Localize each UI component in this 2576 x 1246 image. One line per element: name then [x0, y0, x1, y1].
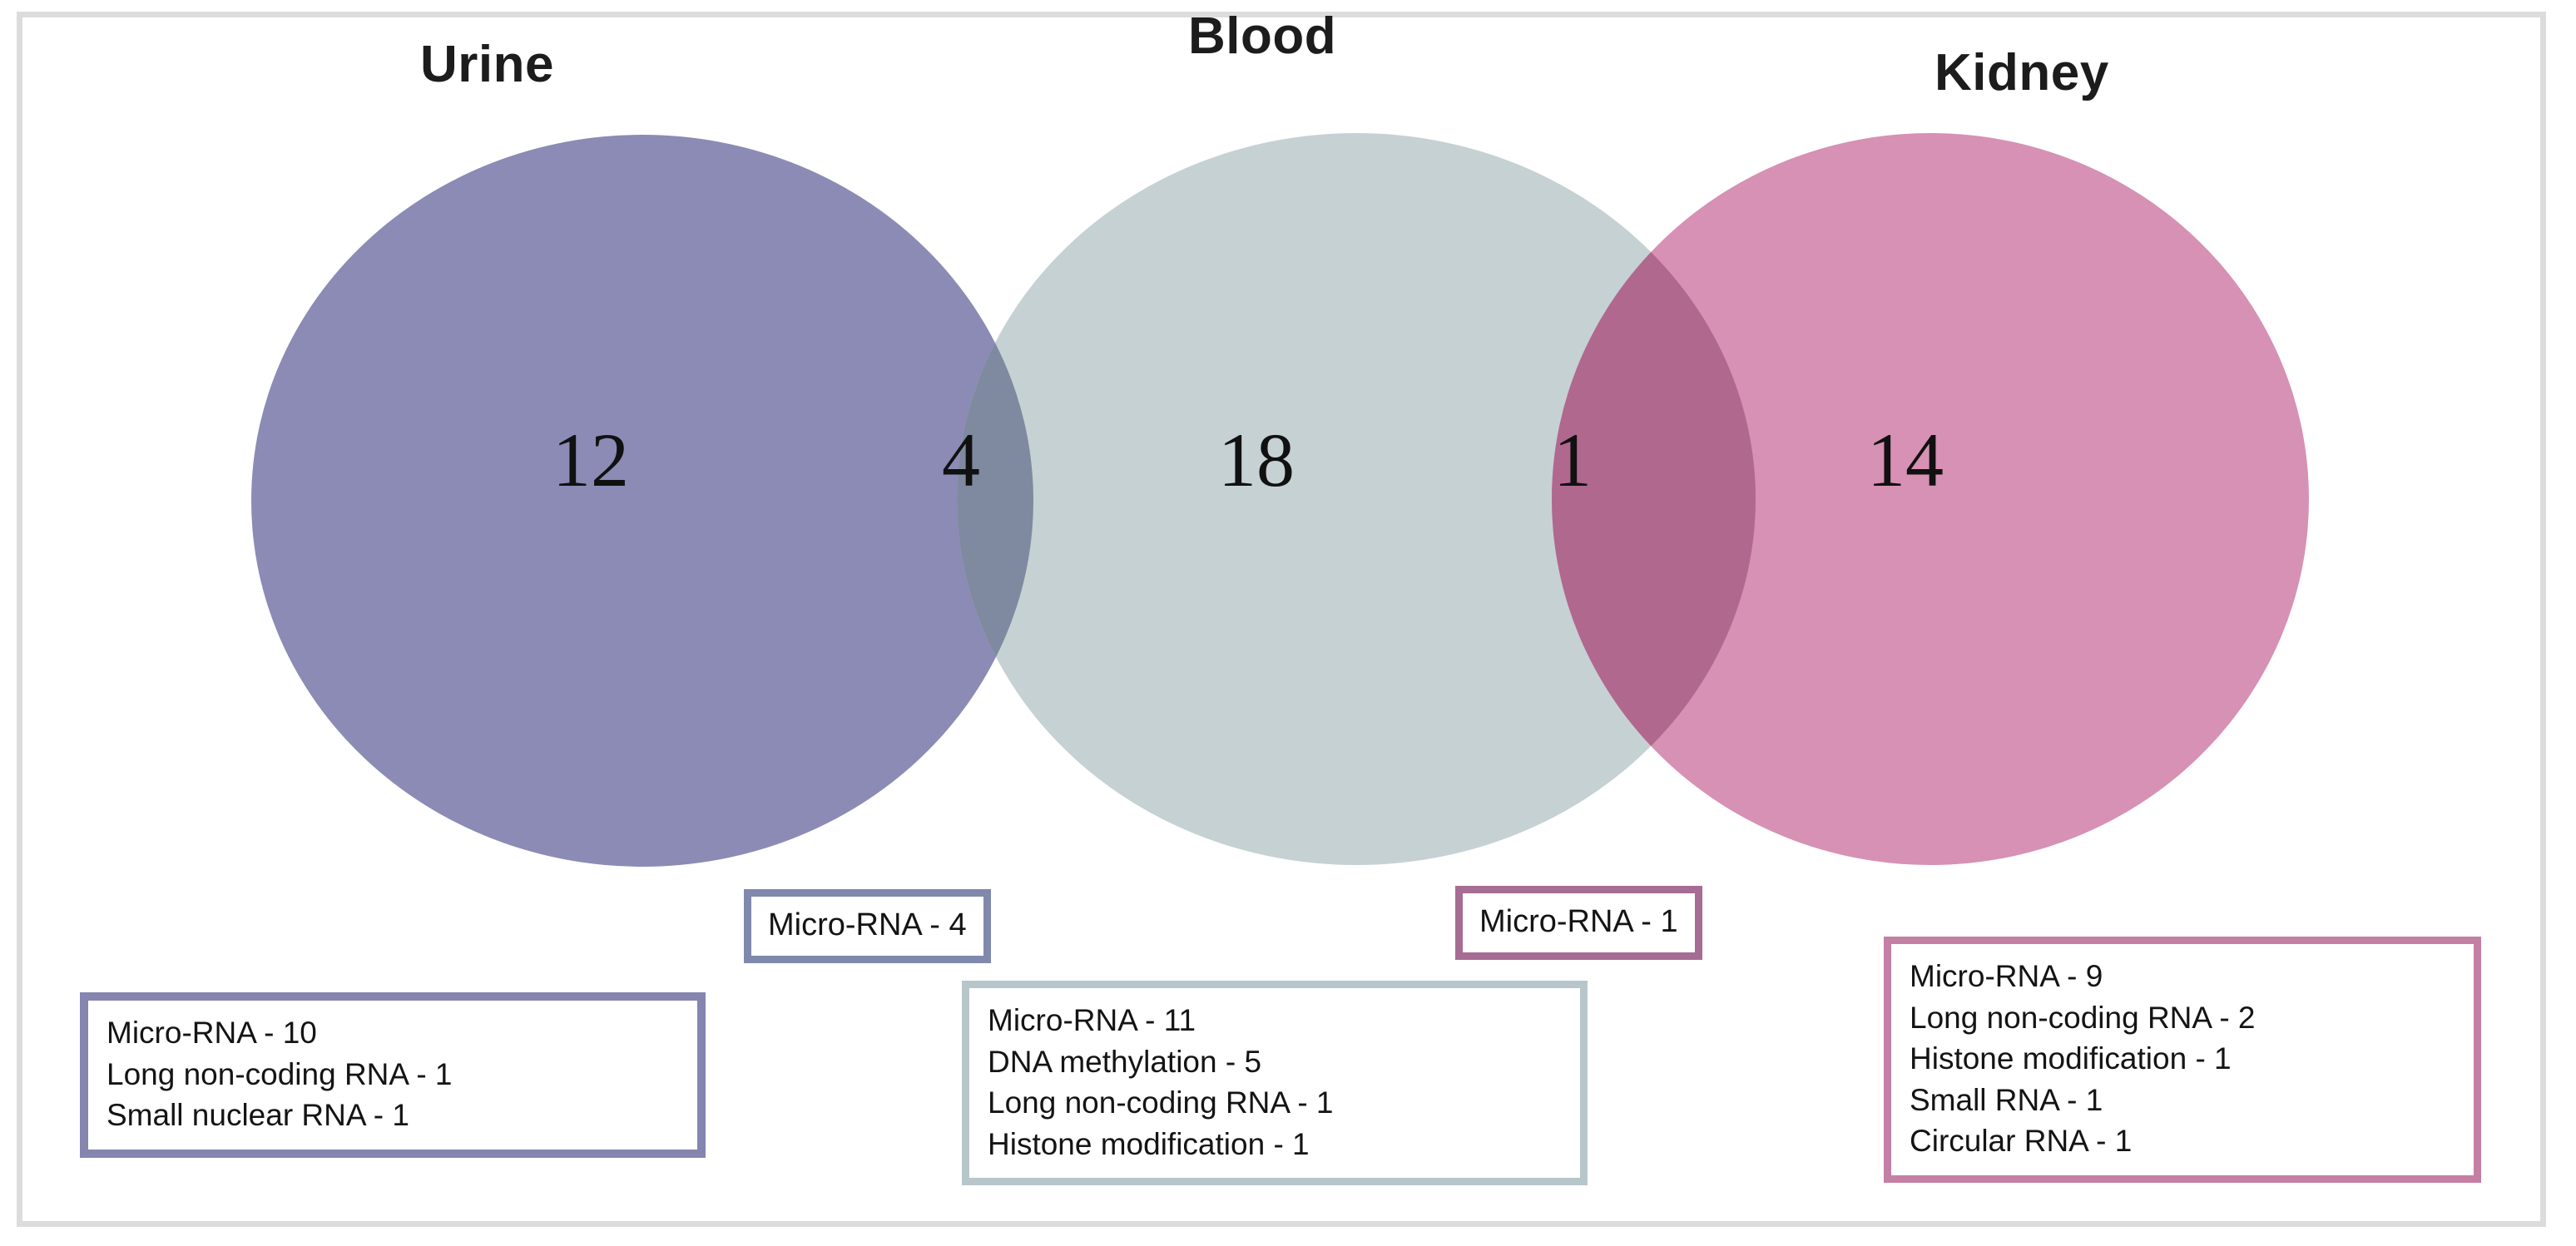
urine-circle [251, 135, 1033, 867]
annotation-line: Small nuclear RNA - 1 [107, 1098, 409, 1133]
set-title-blood: Blood [1188, 7, 1337, 65]
annotation-line: Micro-RNA - 4 [768, 907, 967, 942]
annotation-line: Long non-coding RNA - 1 [988, 1085, 1334, 1120]
blood-circle [957, 133, 1756, 865]
set-title-kidney: Kidney [1934, 44, 2109, 101]
annotation-box-urine: Micro-RNA - 10 Long non-coding RNA - 1 S… [80, 992, 706, 1158]
annotation-line: Histone modification - 1 [1910, 1041, 2232, 1076]
count-urine-only: 12 [552, 418, 629, 502]
annotation-line: Micro-RNA - 1 [1479, 904, 1678, 939]
set-title-urine: Urine [420, 36, 554, 93]
annotation-line: Micro-RNA - 11 [988, 1003, 1196, 1037]
count-blood-only: 18 [1218, 418, 1295, 502]
kidney-circle [1552, 133, 2309, 865]
annotation-line: Micro-RNA - 10 [107, 1016, 317, 1050]
count-urine-blood-intersection: 4 [942, 418, 980, 502]
annotation-line: DNA methylation - 5 [988, 1044, 1262, 1079]
annotation-line: Long non-coding RNA - 2 [1910, 1000, 2256, 1035]
annotation-line: Small RNA - 1 [1910, 1082, 2103, 1117]
annotation-box-kidney: Micro-RNA - 9 Long non-coding RNA - 2 Hi… [1884, 937, 2481, 1183]
annotation-box-blood: Micro-RNA - 11 DNA methylation - 5 Long … [962, 981, 1588, 1186]
annotation-line: Histone modification - 1 [988, 1126, 1310, 1161]
count-blood-kidney-intersection: 1 [1553, 418, 1592, 502]
annotation-box-urine-blood: Micro-RNA - 4 [744, 889, 991, 963]
count-kidney-only: 14 [1867, 418, 1944, 502]
annotation-line: Circular RNA - 1 [1910, 1124, 2133, 1159]
annotation-box-blood-kidney: Micro-RNA - 1 [1455, 886, 1702, 960]
annotation-line: Micro-RNA - 9 [1910, 959, 2103, 993]
annotation-line: Long non-coding RNA - 1 [107, 1056, 453, 1091]
